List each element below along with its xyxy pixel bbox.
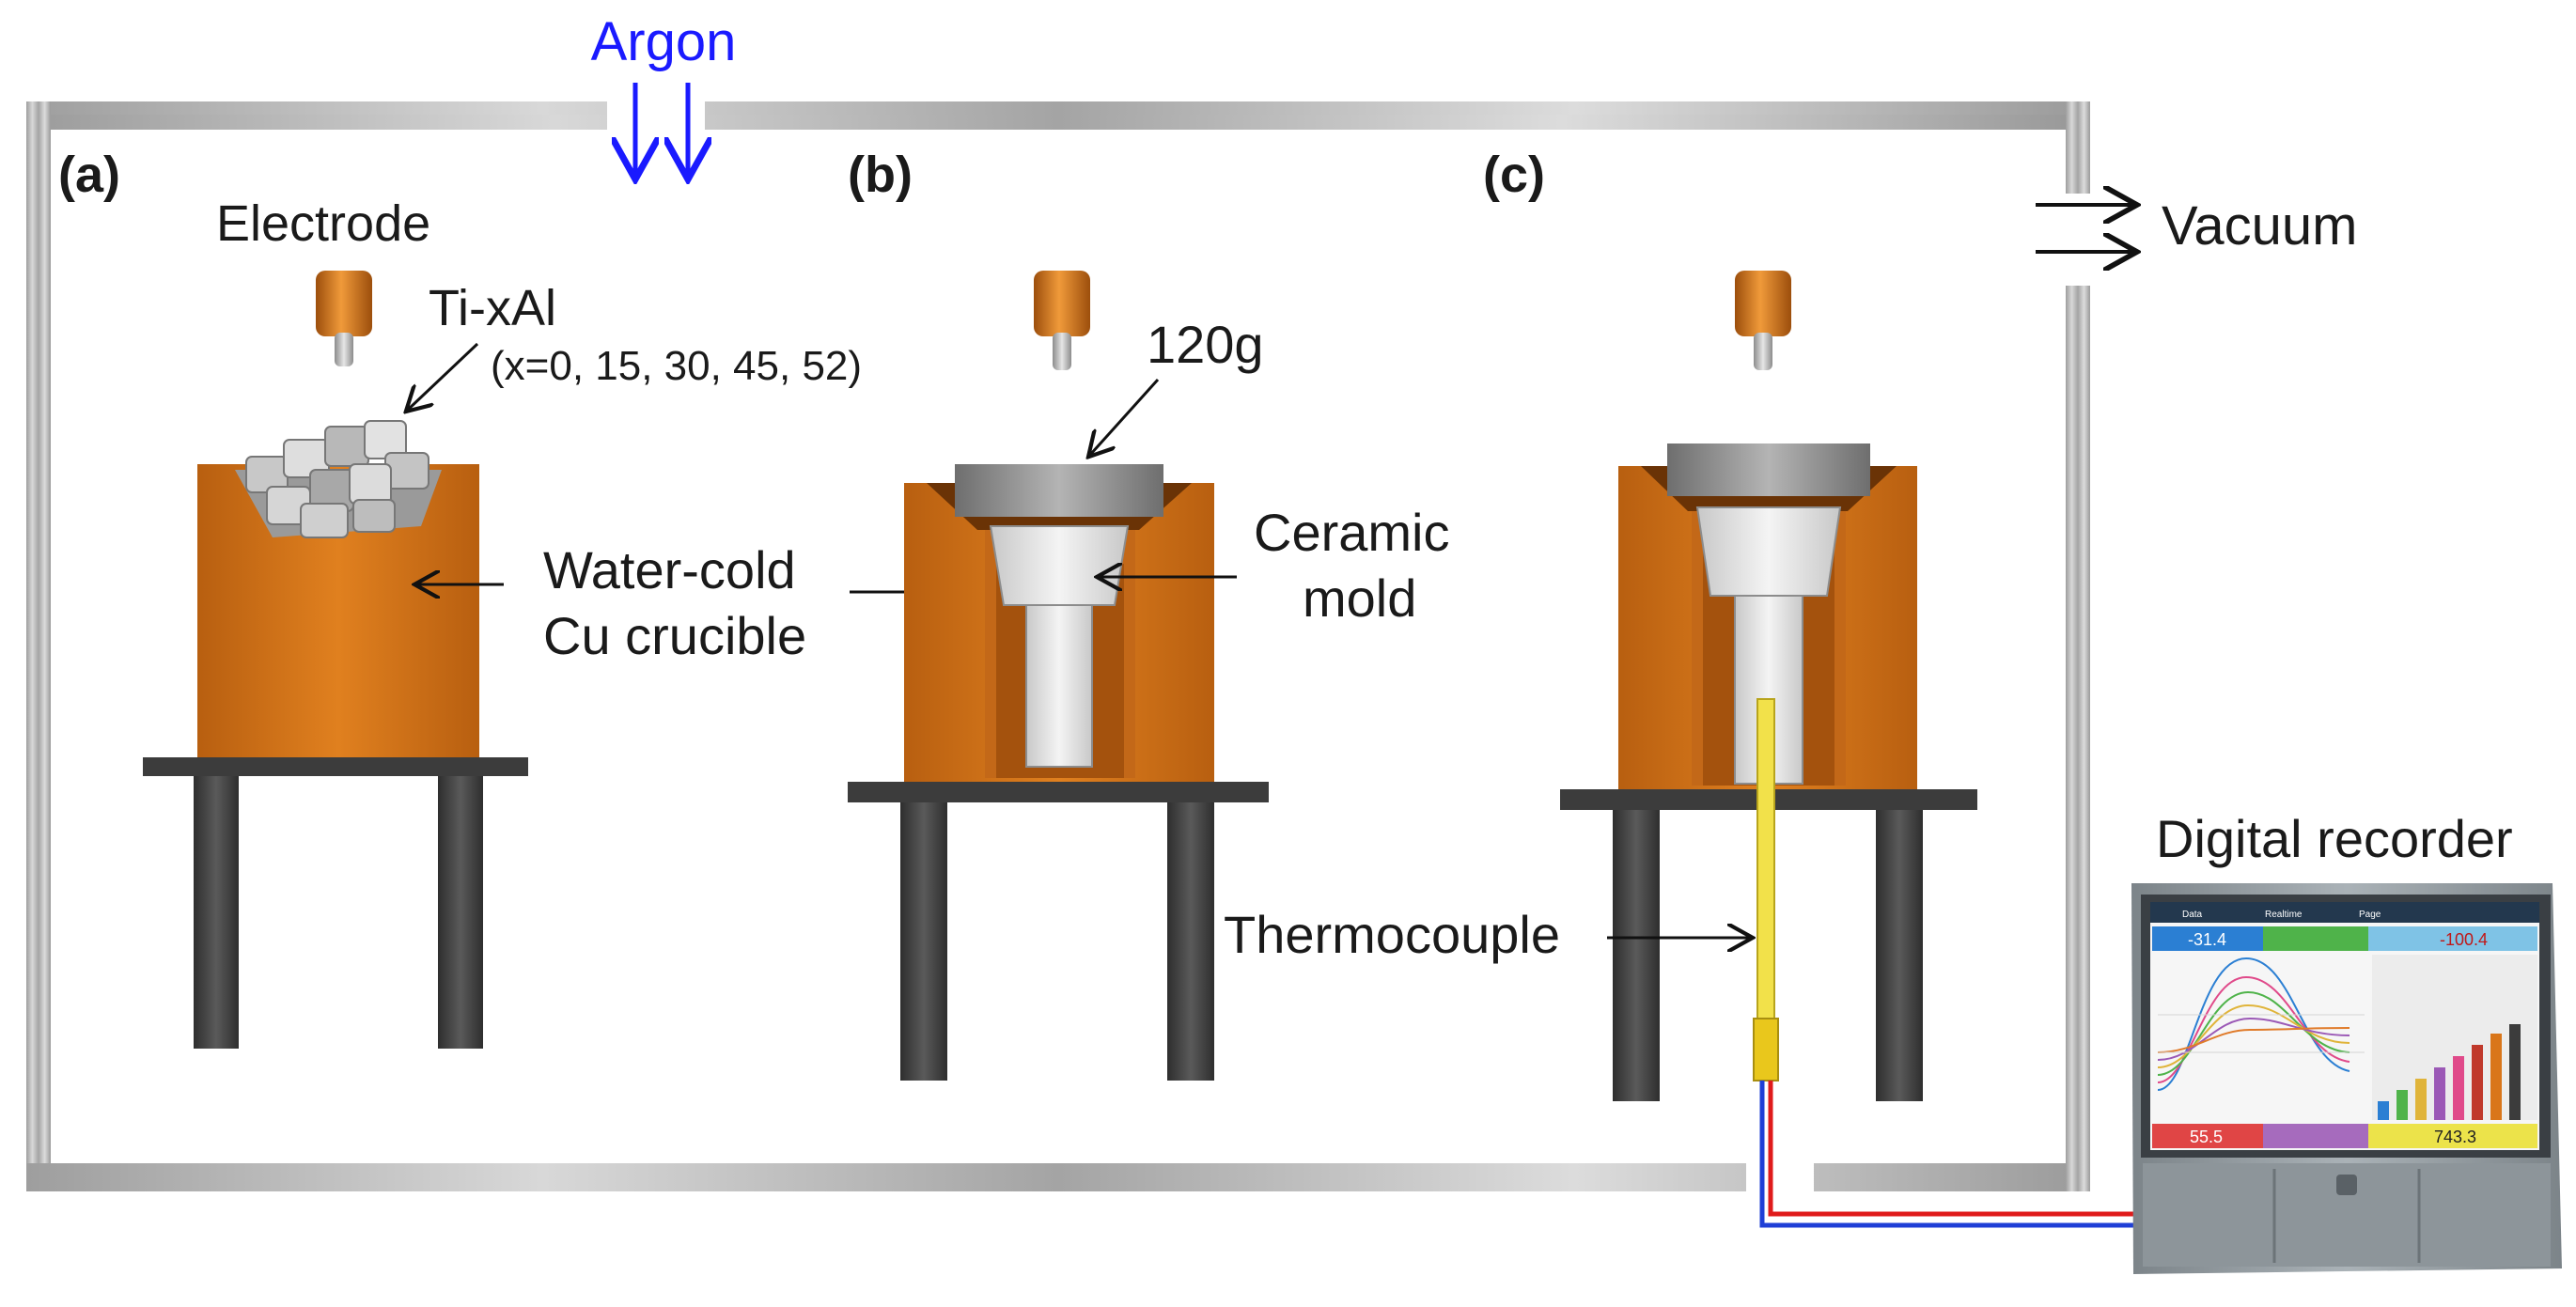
electrode-b	[1034, 271, 1090, 370]
recorder-tab-2: Realtime	[2265, 910, 2303, 920]
recorder-label: Digital recorder	[2156, 809, 2513, 868]
panel-c-label: (c)	[1483, 147, 1545, 203]
panel-a: Electrode Ti-xAl (x=0, 15, 30, 45, 52)	[143, 195, 942, 1049]
mass-label: 120g	[1147, 315, 1264, 374]
electrode-c	[1735, 271, 1791, 370]
alloy-label: Ti-xAl	[429, 280, 556, 336]
vacuum-label: Vacuum	[2162, 195, 2357, 257]
recorder-chart	[2157, 957, 2350, 1091]
panel-b-label: (b)	[848, 147, 913, 203]
mold-label-line1: Ceramic	[1254, 503, 1449, 562]
vacuum-outlet: Vacuum	[2036, 195, 2357, 257]
electrode-label: Electrode	[216, 195, 430, 252]
recorder-readout-4: 55.5	[2190, 1128, 2223, 1146]
thermocouple-wires	[1759, 1081, 2158, 1228]
ingot-120g	[955, 464, 1163, 517]
panel-b: 120g Ceramic mold	[848, 271, 1449, 1081]
panel-a-label: (a)	[58, 147, 120, 203]
digital-recorder: Digital recorder Data Realtime Page -31.…	[2131, 809, 2562, 1274]
panel-c: Thermocouple	[1224, 271, 2158, 1228]
thermocouple	[1753, 698, 1779, 1081]
argon-inlet: Argon	[591, 11, 737, 175]
recorder-readout-3: -100.4	[2440, 930, 2488, 949]
alloy-compositions: (x=0, 15, 30, 45, 52)	[491, 343, 862, 389]
argon-label: Argon	[591, 11, 737, 72]
electrode-a	[316, 271, 372, 366]
crucible-label-line2: Cu crucible	[543, 606, 806, 665]
stand-b	[848, 782, 1269, 1081]
ingot-c	[1667, 443, 1870, 496]
crucible-label-line1: Water-cold	[543, 540, 796, 599]
recorder-readout-6: 743.3	[2434, 1128, 2476, 1146]
recorder-readout-1: -31.4	[2188, 930, 2226, 949]
recorder-tab-1: Data	[2182, 910, 2203, 920]
ceramic-mold-b	[989, 525, 1130, 768]
mold-label-line2: mold	[1303, 568, 1416, 628]
thermocouple-label: Thermocouple	[1224, 905, 1560, 964]
recorder-knob	[2336, 1175, 2357, 1195]
alloy-chunks	[235, 420, 442, 538]
recorder-bars	[2372, 955, 2537, 1120]
recorder-tab-3: Page	[2359, 910, 2381, 920]
vacuum-chamber	[26, 94, 2101, 1199]
stand-a	[143, 757, 528, 1049]
